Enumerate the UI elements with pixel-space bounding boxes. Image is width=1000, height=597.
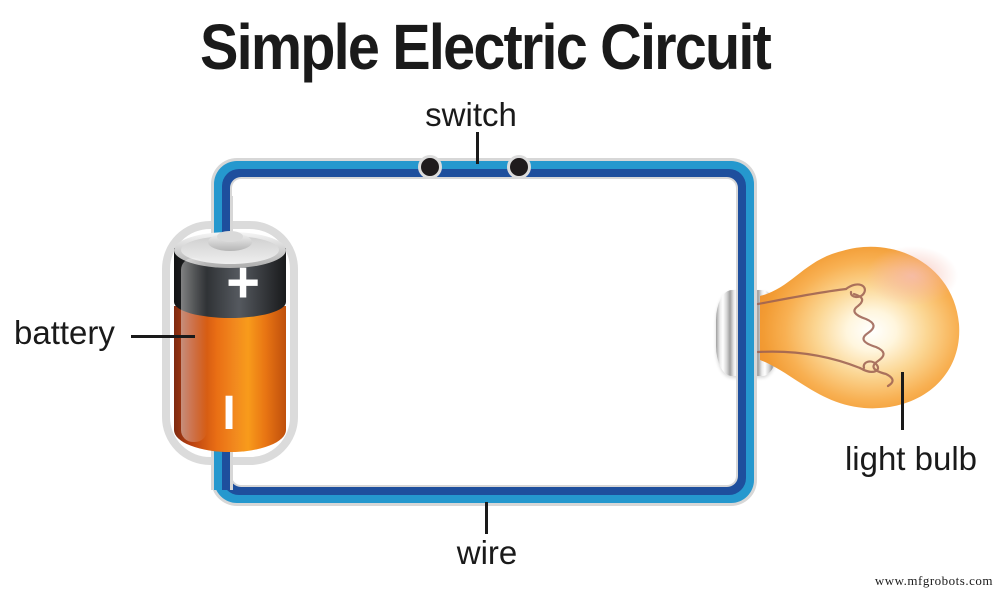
- page-title: Simple Electric Circuit: [199, 11, 772, 83]
- light-bulb-pointer-line: [901, 372, 904, 430]
- wire-segment-bulb-base: [736, 284, 757, 382]
- battery-terminal-tip: [217, 231, 243, 242]
- label-battery: battery: [14, 314, 115, 351]
- bulb-pink-tint: [866, 246, 958, 306]
- switch-pointer-line: [476, 132, 479, 164]
- circuit-interior: [232, 179, 736, 485]
- battery-pointer-line: [131, 335, 195, 338]
- battery-plus-symbol: +: [226, 250, 260, 315]
- battery-gloss-highlight: [181, 258, 207, 442]
- switch-contact-left-icon: [418, 155, 442, 179]
- bulb-filament: [756, 283, 894, 388]
- label-light-bulb: light bulb: [844, 440, 978, 477]
- bulb-glass: [756, 246, 960, 409]
- circuit-wire-loop: [211, 158, 757, 506]
- switch-contact-right-icon: [507, 155, 531, 179]
- label-wire: wire: [456, 534, 518, 571]
- wire-pointer-line: [485, 502, 488, 534]
- battery-minus-symbol: I: [222, 387, 236, 440]
- wire-segment-battery-bottom: [211, 440, 233, 490]
- battery-negative-section: [174, 306, 286, 452]
- watermark-url: www.mfgrobots.com: [874, 573, 993, 588]
- label-switch: switch: [425, 96, 517, 133]
